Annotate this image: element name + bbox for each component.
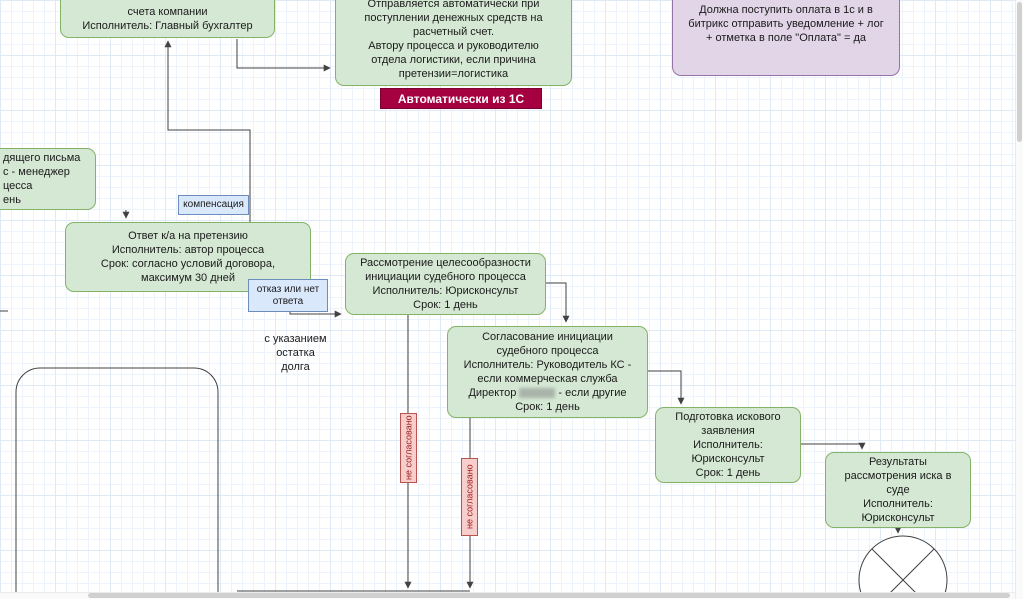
node-line: если коммерческая служба bbox=[477, 373, 618, 385]
connector-review-to-approval[interactable] bbox=[546, 282, 570, 323]
free-text: с указанием остатка долга bbox=[264, 333, 327, 373]
node-line-text: - если другие bbox=[558, 387, 627, 399]
node-line: Согласование инициации bbox=[482, 331, 613, 343]
connector-account-to-autonotice[interactable] bbox=[236, 39, 331, 72]
edge-label-text: компенсация bbox=[183, 199, 244, 210]
connector-approval-to-preparation[interactable] bbox=[648, 370, 685, 405]
node-payment-1c-bitrix[interactable]: Должна поступить оплата в 1с и в битрикс… bbox=[672, 0, 900, 76]
text-debt-note[interactable]: с указанием остатка долга bbox=[243, 318, 348, 374]
node-text: Ответ к/а на претензию Исполнитель: авто… bbox=[100, 230, 276, 284]
node-claim-response[interactable]: Ответ к/а на претензию Исполнитель: авто… bbox=[65, 222, 311, 292]
node-text: Результаты рассмотрения иска в суде Испо… bbox=[844, 456, 952, 524]
or-junction-node[interactable] bbox=[858, 535, 948, 599]
redacted-text bbox=[519, 388, 556, 399]
junction-x-line-2 bbox=[883, 548, 935, 599]
node-text: Подготовка искового заявления Исполнител… bbox=[675, 411, 781, 479]
edge-label-not-approved-2[interactable]: не согласовано bbox=[461, 458, 478, 536]
connector-preparation-to-results[interactable] bbox=[801, 442, 866, 450]
node-company-account[interactable]: счета компании Исполнитель: Главный бухг… bbox=[60, 0, 275, 38]
container-shape[interactable] bbox=[15, 367, 219, 599]
edge-label-compensation[interactable]: компенсация bbox=[178, 195, 249, 215]
badge-label: Автоматически из 1С bbox=[397, 91, 525, 106]
node-line: судебного процесса bbox=[496, 345, 599, 357]
node-text: Должна поступить оплата в 1с и в битрикс… bbox=[688, 4, 884, 44]
node-text: дящего письма с - менеджер цесса ень bbox=[3, 152, 81, 206]
node-line: Исполнитель: Руководитель КС - bbox=[463, 359, 632, 371]
node-text: Рассмотрение целесообразности инициации … bbox=[360, 257, 531, 311]
node-court-results[interactable]: Результаты рассмотрения иска в суде Испо… bbox=[825, 452, 971, 528]
edge-label-text: отказ или нет ответа bbox=[256, 283, 320, 307]
node-claim-preparation[interactable]: Подготовка искового заявления Исполнител… bbox=[655, 407, 801, 483]
node-text: Отправляется автоматически при поступлен… bbox=[364, 0, 543, 80]
auto-from-1c-badge[interactable]: Автоматически из 1С bbox=[380, 88, 542, 109]
edge-label-refusal[interactable]: отказ или нет ответа bbox=[248, 279, 328, 312]
node-line: Директор - если другие bbox=[468, 386, 626, 400]
vertical-scrollbar-thumb[interactable] bbox=[1017, 2, 1022, 142]
node-line: Срок: 1 день bbox=[515, 401, 580, 413]
edge-label-not-approved-1[interactable]: не согласовано bbox=[400, 413, 417, 483]
horizontal-scrollbar-thumb[interactable] bbox=[88, 593, 1010, 598]
vertical-scrollbar-track[interactable] bbox=[1015, 0, 1023, 599]
node-line-text: Директор bbox=[468, 387, 517, 399]
horizontal-scrollbar-track[interactable] bbox=[0, 592, 1015, 599]
edge-label-text: не согласовано bbox=[464, 464, 475, 530]
node-litigation-approval[interactable]: Согласование инициации судебного процесс… bbox=[447, 326, 648, 418]
connector-response-to-account[interactable] bbox=[164, 40, 251, 222]
node-auto-payment-notice[interactable]: Отправляется автоматически при поступлен… bbox=[335, 0, 572, 86]
node-litigation-review[interactable]: Рассмотрение целесообразности инициации … bbox=[345, 253, 546, 315]
node-text: счета компании Исполнитель: Главный бухг… bbox=[82, 6, 253, 32]
node-outgoing-letter[interactable]: дящего письма с - менеджер цесса ень bbox=[0, 148, 96, 210]
edge-label-text: не согласовано bbox=[403, 415, 414, 481]
